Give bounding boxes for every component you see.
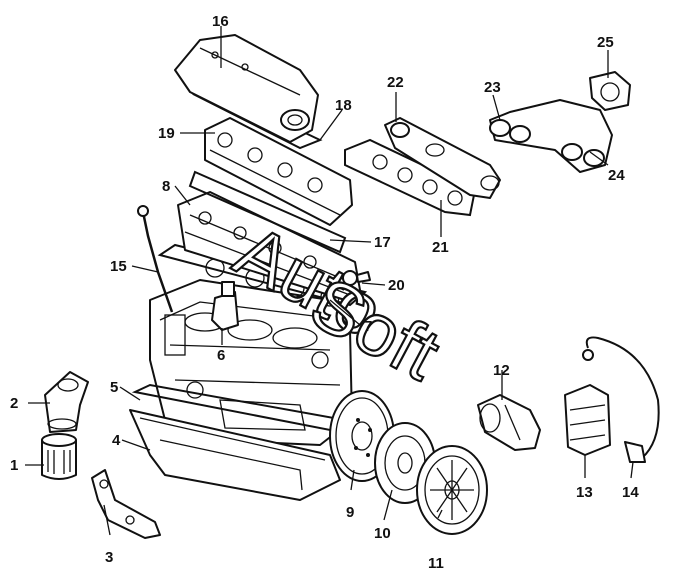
callout-9: 9 (346, 504, 354, 521)
callout-25: 25 (597, 34, 614, 51)
callout-2: 2 (10, 395, 18, 412)
callout-12: 12 (493, 362, 510, 379)
callout-24: 24 (608, 167, 625, 184)
exhaust-manifold (384, 117, 501, 199)
callout-7: 7 (364, 318, 372, 335)
valve-cover (174, 34, 319, 143)
callout-8: 8 (162, 178, 170, 195)
callout-11: 11 (428, 555, 444, 572)
leader-lines (25, 26, 634, 536)
callout-15: 15 (110, 258, 127, 275)
valve-cover-gasket (188, 170, 347, 254)
sensor-fitting (342, 270, 371, 286)
callout-22: 22 (387, 74, 404, 91)
callout-20: 20 (388, 277, 405, 294)
callout-17: 17 (374, 234, 391, 251)
cylinder-head (177, 191, 361, 301)
camshaft-carrier (204, 117, 353, 226)
bracket (91, 469, 161, 539)
callout-19: 19 (158, 125, 175, 142)
oil-pan (129, 409, 341, 501)
callout-21: 21 (432, 239, 449, 256)
callout-labels: 1 2 3 4 5 6 7 8 9 10 11 12 13 14 15 16 1… (10, 13, 639, 572)
sensor-cable (582, 336, 660, 463)
oil-filter (41, 433, 77, 480)
ignition-module (564, 384, 611, 456)
callout-23: 23 (484, 79, 501, 96)
intake-manifold (489, 99, 613, 173)
callout-5: 5 (110, 379, 118, 396)
callout-3: 3 (105, 549, 113, 566)
throttle-body (589, 71, 631, 111)
callout-14: 14 (622, 484, 639, 501)
pressure-plate (416, 445, 488, 535)
oil-filter-housing (44, 371, 89, 433)
callout-10: 10 (374, 525, 391, 542)
callout-4: 4 (112, 432, 121, 449)
dipstick (137, 205, 174, 313)
callout-1: 1 (10, 457, 18, 474)
callout-18: 18 (335, 97, 352, 114)
exhaust-gasket (344, 138, 477, 217)
callout-16: 16 (212, 13, 229, 30)
callout-6: 6 (217, 347, 225, 364)
starter-motor (477, 394, 541, 451)
thermostat-housing (211, 281, 239, 331)
callout-13: 13 (576, 484, 593, 501)
